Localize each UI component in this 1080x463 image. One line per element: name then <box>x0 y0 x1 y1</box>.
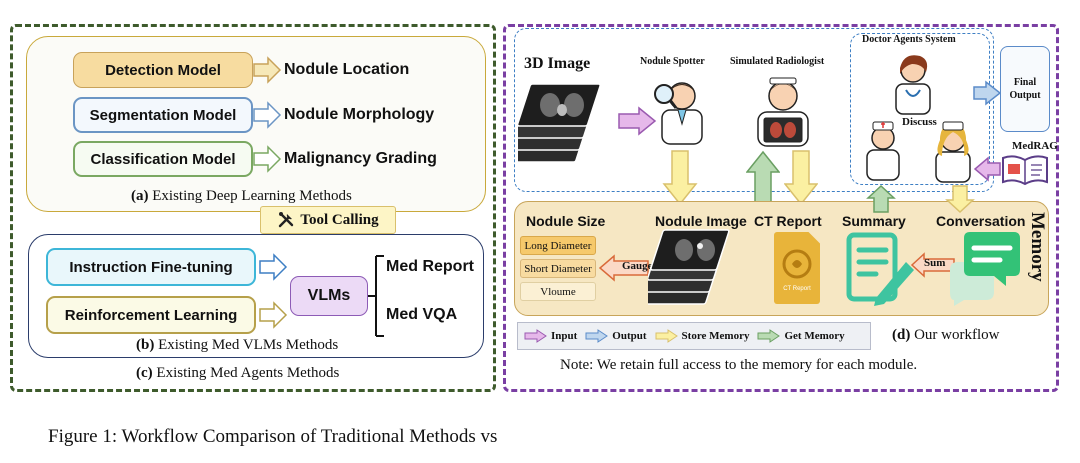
tool-calling-box: Tool Calling <box>260 206 396 234</box>
gauge-label: Gauge <box>622 260 653 272</box>
doctor-agents-frame <box>850 33 990 185</box>
arrow-down-icon <box>945 185 975 214</box>
panel-our-workflow <box>503 24 1059 392</box>
arrow-right-icon <box>253 145 282 173</box>
doctor-agents-label: Doctor Agents System <box>862 34 956 45</box>
conversation-label: Conversation <box>936 213 1026 229</box>
final-output-box: Final Output <box>1000 46 1050 132</box>
book-icon <box>1002 155 1048 186</box>
segmentation-model-box: Segmentation Model <box>73 97 253 133</box>
tool-calling-label: Tool Calling <box>300 211 379 228</box>
arrow-right-icon <box>757 329 781 343</box>
nodule-morphology-label: Nodule Morphology <box>284 106 435 123</box>
caption-a: (a) Existing Deep Learning Methods <box>131 188 352 204</box>
summary-label: Summary <box>842 213 906 229</box>
malignancy-grading-label: Malignancy Grading <box>284 150 437 167</box>
reinforcement-learning-box: Reinforcement Learning <box>46 296 256 334</box>
ct-stack-image <box>518 83 601 163</box>
head-scan-icon <box>782 249 812 279</box>
nodule-size-label: Nodule Size <box>526 213 606 229</box>
arrow-left-icon <box>598 254 649 282</box>
short-diameter-chip: Short Diameter <box>520 259 596 278</box>
summary-icon <box>846 232 914 306</box>
arrow-left-icon <box>974 156 1001 182</box>
workflow-note: Note: We retain full access to the memor… <box>560 357 918 373</box>
arrow-right-icon <box>259 253 288 281</box>
arrow-right-icon <box>253 101 282 129</box>
memory-label: Memory <box>1027 212 1048 282</box>
nodule-image-stack <box>648 229 730 305</box>
arrow-right-icon <box>973 80 1002 106</box>
legend: Input Output Store Memory Get Memory <box>517 322 871 350</box>
arrow-right-icon <box>253 56 282 84</box>
panel-existing-methods <box>10 24 496 392</box>
arrow-right-icon <box>259 301 288 329</box>
med-report-label: Med Report <box>386 258 474 275</box>
caption-c: (c) Existing Med Agents Methods <box>136 365 340 381</box>
bracket-connector <box>368 255 384 337</box>
vlms-box: VLMs <box>290 276 368 316</box>
arrow-up-icon <box>866 184 896 213</box>
instruction-finetuning-box: Instruction Fine-tuning <box>46 248 256 286</box>
simulated-radiologist-label: Simulated Radiologist <box>730 56 825 67</box>
caption-fade <box>560 418 680 456</box>
ct-report-doc-text: CT Report <box>783 286 811 292</box>
ct-report-label: CT Report <box>754 213 822 229</box>
figure-caption: Figure 1: Workflow Comparison of Traditi… <box>48 426 498 447</box>
legend-get-memory: Get Memory <box>757 329 845 343</box>
classification-model-box: Classification Model <box>73 141 253 177</box>
arrow-right-icon <box>655 329 678 343</box>
detection-model-box: Detection Model <box>73 52 253 88</box>
arrow-left-icon <box>910 252 955 278</box>
conversation-icon <box>950 232 1020 306</box>
caption-d: (d) Our workflow <box>892 327 1000 343</box>
legend-store-memory: Store Memory <box>655 329 749 343</box>
discuss-label: Discuss <box>902 116 937 128</box>
arrow-down-icon <box>662 150 698 206</box>
simulated-radiologist-avatar <box>757 77 809 147</box>
agent-pipeline-frame <box>514 28 994 192</box>
arrow-right-icon <box>524 329 547 343</box>
arrow-right-icon <box>618 106 657 136</box>
tools-icon <box>279 212 294 228</box>
legend-input: Input <box>524 329 577 343</box>
doctor-agent-avatar <box>866 121 900 181</box>
sum-label: Sum <box>924 257 946 269</box>
arrow-down-icon <box>784 150 818 206</box>
long-diameter-chip: Long Diameter <box>520 236 596 255</box>
nodule-spotter-avatar <box>654 82 703 145</box>
nodule-spotter-label: Nodule Spotter <box>640 56 705 67</box>
arrow-right-icon <box>585 329 609 343</box>
nodule-location-label: Nodule Location <box>284 61 410 78</box>
doctor-agent-avatar <box>935 121 971 183</box>
medrag-label: MedRAG <box>1012 140 1058 152</box>
arrow-up-icon <box>746 150 780 205</box>
nodule-image-label: Nodule Image <box>655 213 747 229</box>
caption-b: (b) Existing Med VLMs Methods <box>136 337 339 353</box>
3d-image-label: 3D Image <box>524 55 591 72</box>
doctor-agent-avatar <box>895 55 931 115</box>
volume-chip: Vloume <box>520 282 596 301</box>
med-vqa-label: Med VQA <box>386 306 458 323</box>
legend-output: Output <box>585 329 647 343</box>
ct-report-document: CT Report <box>774 232 820 304</box>
